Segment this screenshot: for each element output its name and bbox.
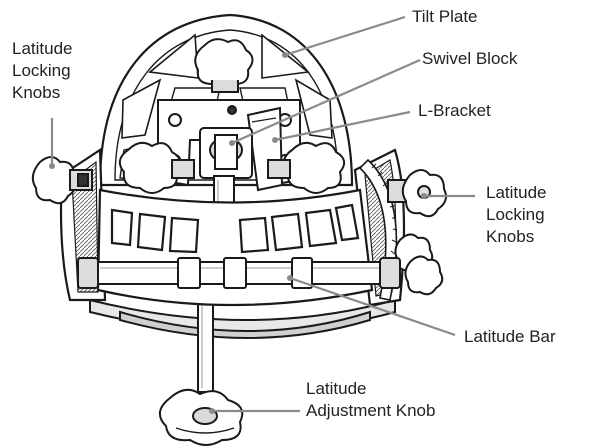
right-latitude-locking-knob-icon xyxy=(387,169,447,218)
label-tilt-plate: Tilt Plate xyxy=(412,7,478,26)
latitude-bar xyxy=(77,257,401,289)
label-l-bracket: L-Bracket xyxy=(418,101,491,120)
leader-l-bracket xyxy=(274,110,411,142)
leader-latitude-bar xyxy=(289,276,456,337)
right-center-knob-icon xyxy=(267,141,346,194)
leader-swivel-block xyxy=(231,58,421,145)
label-swivel-block: Swivel Block xyxy=(422,49,518,68)
latitude-adjustment-knob-icon xyxy=(159,388,244,446)
label-latitude-bar: Latitude Bar xyxy=(464,327,556,346)
label-latitude-locking-left: Latitude Locking Knobs xyxy=(12,39,73,102)
tilt-plate-knob-icon xyxy=(194,38,254,93)
swivel-block xyxy=(199,127,253,179)
label-latitude-adjustment-knob: Latitude Adjustment Knob xyxy=(306,379,436,420)
left-latitude-locking-knob-icon xyxy=(31,156,93,205)
leader-tilt-plate xyxy=(284,15,406,57)
label-latitude-locking-right: Latitude Locking Knobs xyxy=(486,183,547,246)
leader-lines xyxy=(49,15,475,414)
left-center-knob-icon xyxy=(118,141,195,194)
right-lower-knob-icon xyxy=(394,233,444,296)
